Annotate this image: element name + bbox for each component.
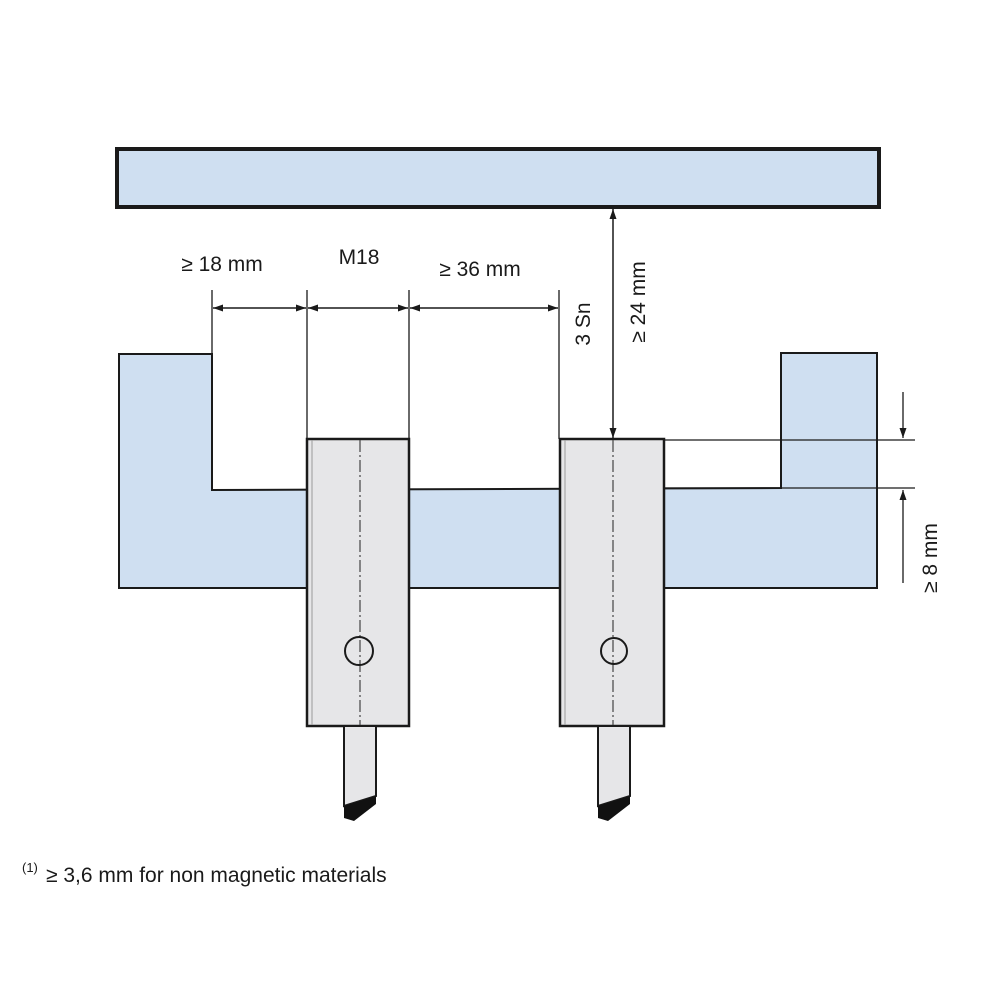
footnote-marker: (1) (22, 860, 38, 875)
footnote-text: ≥ 3,6 mm for non magnetic materials (46, 864, 387, 887)
sensor-left (305, 437, 411, 821)
sensor-right-led (600, 637, 628, 665)
flush-depth-dimension (664, 392, 915, 583)
sensor-right-body (558, 437, 666, 728)
label-left-clearance: ≥ 18 mm (181, 253, 263, 276)
sensor-right-cable (597, 725, 631, 808)
mounting-bracket (118, 352, 878, 589)
sensor-right-cable-end (598, 796, 630, 821)
horizontal-dimension-lines (211, 290, 560, 439)
label-thread: M18 (339, 246, 380, 269)
sensor-left-body (305, 437, 411, 728)
sensor-right (558, 437, 666, 821)
label-sensing-distance: 3 Sn (572, 302, 595, 345)
target-plate (115, 147, 881, 209)
sensor-left-cable-end (344, 796, 376, 821)
sensor-left-led (344, 636, 374, 666)
sensor-left-cable (343, 725, 377, 808)
label-spacing: ≥ 36 mm (439, 258, 521, 281)
label-target-distance: ≥ 24 mm (627, 261, 650, 343)
label-flush-depth: ≥ 8 mm (919, 523, 942, 593)
